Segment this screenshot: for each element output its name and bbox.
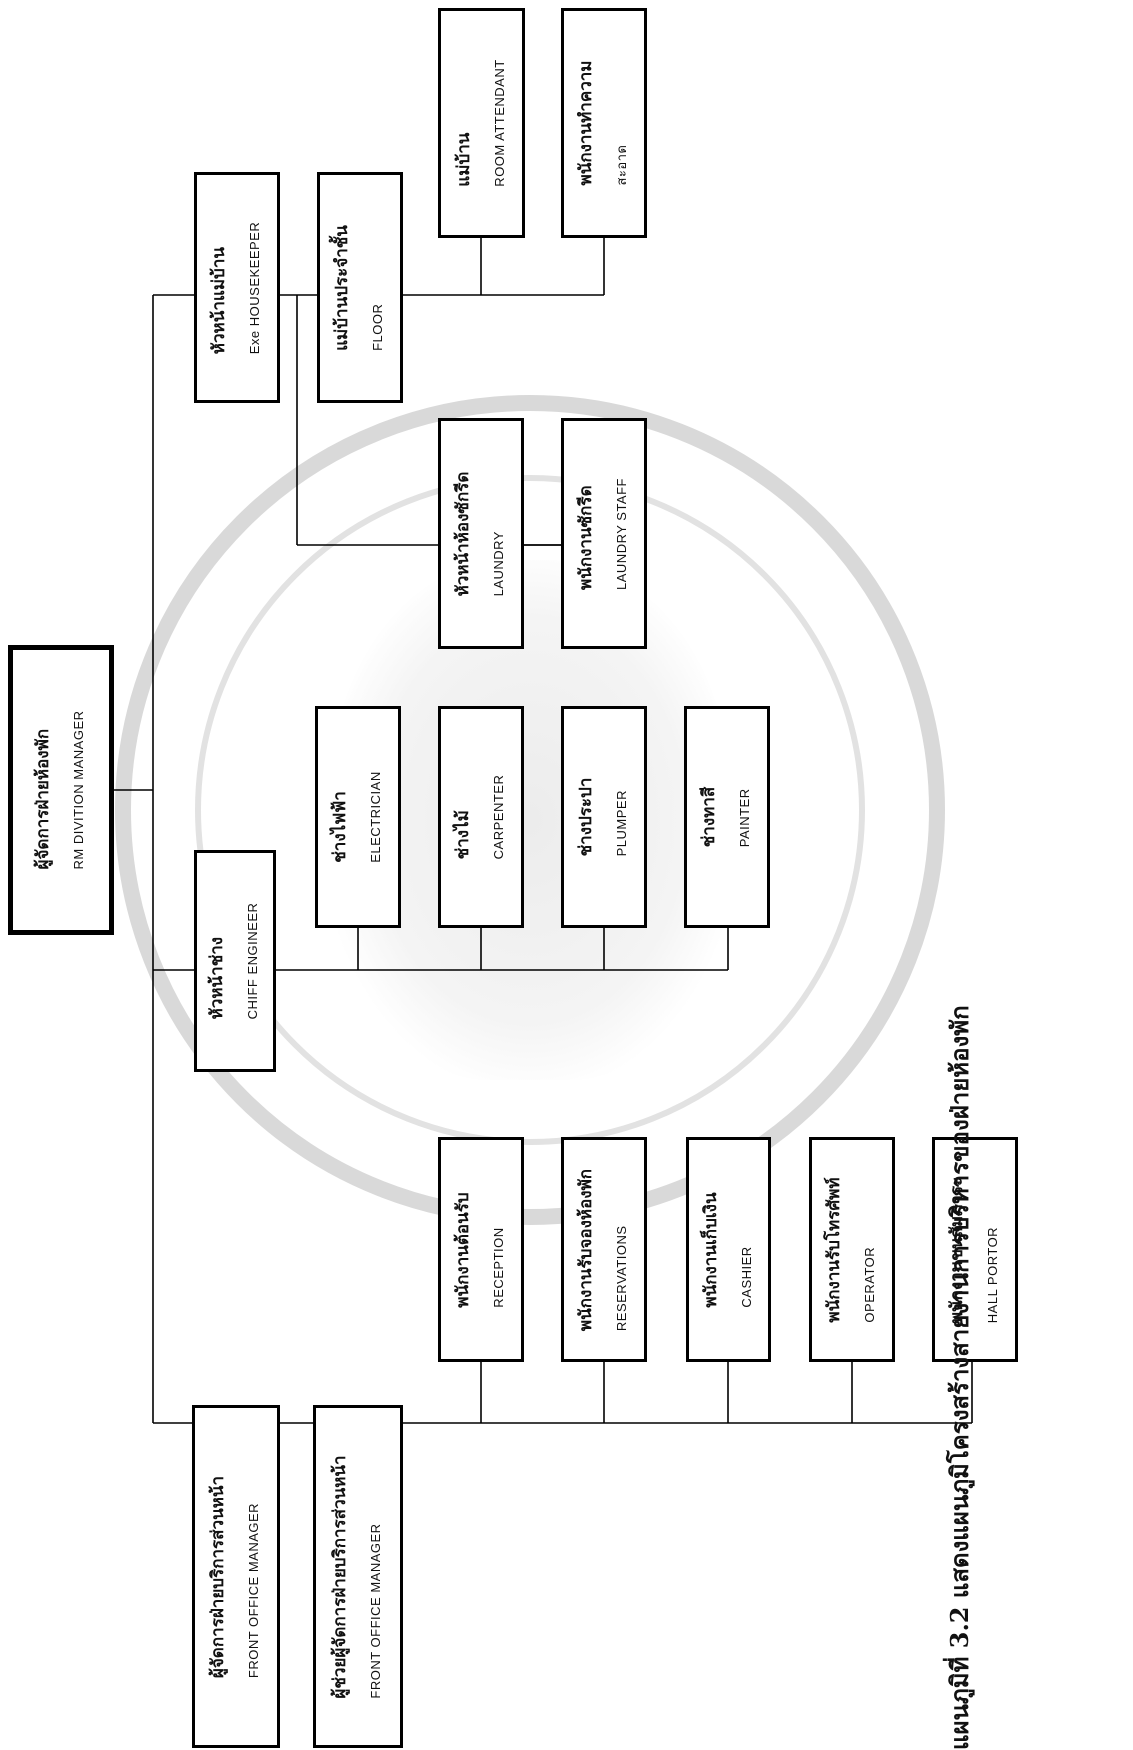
node-th: ผู้ช่วยผู้จัดการฝ่ายบริการส่วนหน้า: [330, 1454, 350, 1699]
node-en: RESERVATIONS: [614, 1224, 629, 1331]
node-reception: พนักงานต้อนรับ RECEPTION: [438, 1137, 524, 1362]
node-th: ช่างประปา: [576, 777, 596, 857]
node-front-office-manager: ผู้จัดการฝ่ายบริการส่วนหน้า FRONT OFFICE …: [192, 1405, 280, 1748]
node-th: ช่างไม้: [453, 810, 473, 860]
node-en: HALL PORTOR: [985, 1226, 1000, 1323]
node-reservations: พนักงานรับจองห้องพัก RESERVATIONS: [561, 1137, 647, 1362]
node-en: PAINTER: [737, 788, 752, 848]
node-cleaning-staff: พนักงานทำความสะอาด: [561, 8, 647, 238]
node-en: ROOM ATTENDANT: [491, 59, 507, 187]
node-th: หัวหน้าช่าง: [207, 936, 227, 1020]
node-en: FRONT OFFICE MANAGER: [246, 1502, 261, 1678]
node-th: พนักงานรับโทรศัพท์: [824, 1176, 844, 1323]
node-chief-engineer: หัวหน้าช่าง CHIFF ENGINEER: [194, 850, 276, 1072]
node-th: แม่บ้านประจำชั้น: [332, 224, 352, 351]
node-th: หัวหน้าแม่บ้าน: [209, 246, 229, 354]
node-th: ช่างไฟฟ้า: [330, 791, 350, 863]
figure-caption: แผนภูมิที่ 3.2 แสดงแผนภูมิโครงสร้างสายงา…: [945, 1005, 974, 1750]
node-room-attendant: แม่บ้าน ROOM ATTENDANT: [438, 8, 525, 238]
node-rm-manager: ผู้จัดการฝ่ายห้องพัก RM DIVITION MANAGER: [8, 645, 114, 935]
node-th: ผู้จัดการฝ่ายบริการส่วนหน้า: [208, 1475, 228, 1678]
node-operator: พนักงานรับโทรศัพท์ OPERATOR: [809, 1137, 895, 1362]
node-en: RM DIVITION MANAGER: [71, 710, 86, 870]
node-th: หัวหน้าห้องซักรีด: [453, 471, 473, 596]
node-en: CASHIER: [738, 1245, 754, 1308]
node-assistant-front-office-manager: ผู้ช่วยผู้จัดการฝ่ายบริการส่วนหน้า FRONT …: [313, 1405, 403, 1748]
node-th: ผู้จัดการฝ่ายห้องพัก: [33, 728, 53, 870]
node-en: OPERATOR: [862, 1246, 877, 1323]
node-laundry-staff: พนักงานซักรีด LAUNDRY STAFF: [561, 418, 647, 649]
node-plumber: ช่างประปา PLUMPER: [561, 706, 647, 928]
node-en: LAUNDRY: [491, 530, 506, 596]
node-th: พนักงานซักรีด: [576, 484, 596, 590]
node-th: พนักงานรับจองห้องพัก: [576, 1168, 596, 1331]
node-exec-housekeeper: หัวหน้าแม่บ้าน Exe HOUSEKEEPER: [194, 172, 280, 403]
node-th: พนักงานทำความ: [576, 60, 596, 186]
node-electrician: ช่างไฟฟ้า ELECTRICIAN: [315, 706, 401, 928]
node-en: ELECTRICIAN: [368, 771, 383, 863]
node-en: CARPENTER: [491, 774, 506, 860]
node-en: FRONT OFFICE MANAGER: [368, 1522, 383, 1699]
node-painter: ช่างทาสี PAINTER: [684, 706, 770, 928]
node-en: FLOOR: [370, 303, 385, 351]
node-cashier: พนักงานเก็บเงิน CASHIER: [686, 1137, 771, 1362]
node-laundry-head: หัวหน้าห้องซักรีด LAUNDRY: [438, 418, 524, 649]
node-en: สะอาด: [614, 144, 629, 186]
node-en: LAUNDRY STAFF: [614, 477, 629, 590]
node-en: Exe HOUSEKEEPER: [247, 221, 262, 354]
node-floor-housekeeper: แม่บ้านประจำชั้น FLOOR: [317, 172, 403, 403]
node-th: แม่บ้าน: [453, 132, 474, 187]
node-th: ช่างทาสี: [699, 786, 719, 848]
node-th: พนักงานต้อนรับ: [453, 1191, 473, 1308]
node-en: PLUMPER: [614, 790, 629, 857]
node-carpenter: ช่างไม้ CARPENTER: [438, 706, 524, 928]
node-en: CHIFF ENGINEER: [245, 902, 260, 1020]
node-th: พนักงานเก็บเงิน: [700, 1191, 721, 1308]
node-en: RECEPTION: [491, 1226, 506, 1308]
